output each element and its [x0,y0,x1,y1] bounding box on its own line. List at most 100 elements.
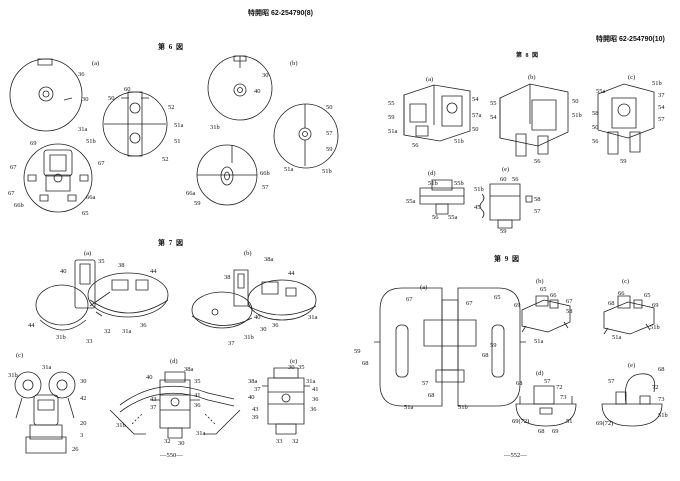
fig8-label: 55a [448,214,458,221]
fig9-label: 72 [556,384,563,391]
right-page-drawings [340,0,680,481]
fig8-label: 57 [534,208,541,215]
fig9d-part [516,386,576,426]
fig7-label: 31b [56,334,66,341]
fig9-label: 67 [466,300,473,307]
fig9-panel-e: (e) [628,362,636,369]
fig6-label: 66b [14,202,24,209]
fig7-label: 31a [122,328,132,335]
fig9-label: 67 [406,296,413,303]
fig9-label: 73 [560,394,567,401]
fig9-label: 69(72) [596,420,614,427]
fig9-label: 66 [550,292,557,299]
fig8-label: 55 [490,100,497,107]
fig9-label: 51b [650,324,660,331]
fig9-label: 69 [552,428,559,435]
fig8-label: 55a [406,198,416,205]
fig6-label: 67 [8,190,15,197]
fig8-label: 55b [454,180,464,187]
fig9e-part [602,374,662,426]
fig7-label: 3 [80,432,84,439]
fig7-label: 33 [86,338,93,345]
fig7-label: 31b [244,334,254,341]
fig7-label: 31b [116,422,126,429]
fig7-label: 30 [260,326,267,333]
fig9-label: 65 [644,292,651,299]
fig6-label: 30 [82,96,89,103]
fig8c-mechanism [598,84,654,154]
fig8-panel-a: (a) [426,76,434,83]
fig6-label: 66b [260,170,270,177]
fig7-label: 31a [196,430,206,437]
fig7c-robot [15,372,75,453]
fig6-label: 51a [174,122,184,129]
fig6-label: 67 [98,160,105,167]
fig9-label: 51a [612,334,622,341]
fig7-label: 38a [184,366,194,373]
fig6b-disc [208,56,272,120]
fig7a-case [36,260,168,330]
fig7-label: 30 [178,440,185,447]
fig8-label: 50 [572,98,579,105]
fig9-label: 68 [658,366,665,373]
fig6-label: 60 [124,86,131,93]
fig9-label: 68 [428,392,435,399]
fig8-label: 58 [534,196,541,203]
fig7-label: 36 [272,322,279,329]
fig8-label: 56 [412,142,419,149]
fig8-panel-b: (b) [528,74,536,81]
fig8-label: 60 [500,176,507,183]
fig7-label: 38a [248,378,258,385]
fig9-label: 69(72) [512,418,530,425]
fig7-label: 38 [118,262,125,269]
fig8-label: 50 [472,126,479,133]
fig8-label: 59 [500,228,507,235]
fig8-label: 51b [474,186,484,193]
fig9-label: 65 [494,294,501,301]
fig9-label: 58 [566,308,573,315]
fig8-title: 第 8 図 [516,53,540,59]
fig6-label: 50 [108,95,115,102]
fig7-label: 43 [150,396,157,403]
fig6-label: 51b [322,168,332,175]
fig6-label: 31b [210,124,220,131]
fig6-bottom-disc [197,145,257,205]
fig9-label: 57 [608,378,615,385]
fig7-label: 38a [264,256,274,263]
fig9-label: 68 [516,380,523,387]
fig8-panel-d: (d) [428,170,436,177]
fig8-label: 51b [428,180,438,187]
fig8-label: 37 [658,92,665,99]
left-page-drawings [0,0,340,481]
fig9-label: 69 [514,302,521,309]
fig8-label: 58 [592,110,599,117]
fig6-label: 65 [82,210,89,217]
fig8-panel-c: (c) [628,74,636,81]
fig7-label: 30 [288,364,295,371]
fig8-label: 56 [512,176,519,183]
fig6-bottom-left-disc [24,144,92,212]
fig6-panel-a: (a) [92,60,100,67]
fig6-label: 59 [326,146,333,153]
fig8-label: 51b [572,112,582,119]
fig7-label: 37 [150,404,157,411]
fig7-label: 31b [8,372,18,379]
fig7-panel-a: (a) [84,250,92,257]
fig8-label: 51b [454,138,464,145]
fig9b-part [522,296,570,332]
fig8-label: 51a [388,128,398,135]
fig7-label: 32 [104,328,111,335]
fig8d-detail [420,180,464,214]
fig6-label: 51a [284,166,294,173]
fig6-right-disc [274,104,338,168]
fig6-label: 51 [174,138,181,145]
fig9-panel-c: (c) [622,278,630,285]
fig9-label: 69 [652,302,659,309]
fig7-label: 36 [312,396,319,403]
fig7-label: 32 [292,438,299,445]
fig6-label: 57 [262,184,269,191]
fig7-label: 36 [194,402,201,409]
fig7-label: 44 [28,322,35,329]
fig7-label: 44 [288,270,295,277]
fig7-label: 38 [224,274,231,281]
